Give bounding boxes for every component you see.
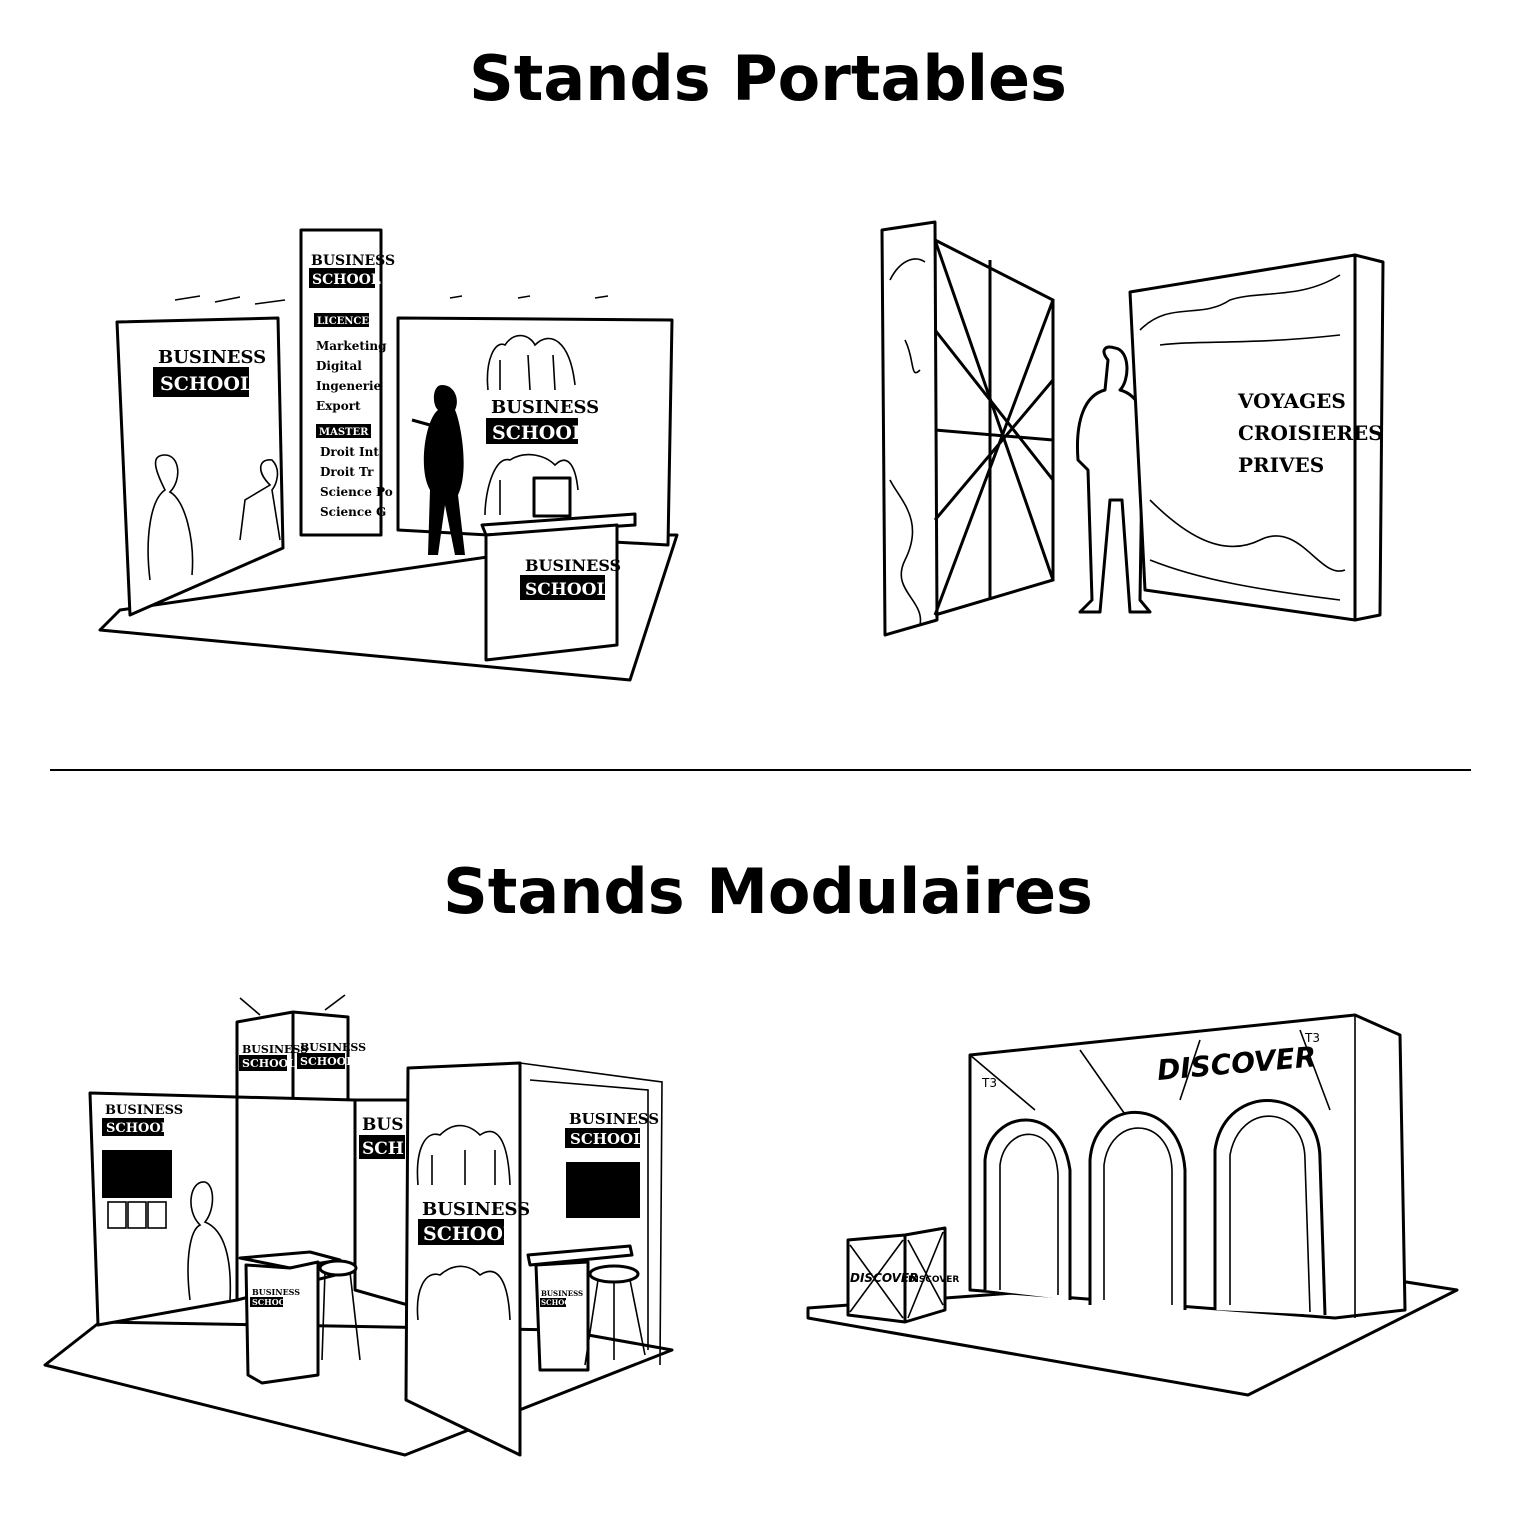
people-graphic	[416, 1124, 511, 1186]
display-wall-side	[1353, 253, 1385, 622]
display-text: CROISIERES	[1238, 421, 1383, 445]
tower-text: BUSINESS	[242, 1043, 308, 1056]
tower-text: BUSINESS	[300, 1041, 366, 1054]
wall-pattern	[969, 1015, 1356, 1318]
wall-text: SCHOOL	[106, 1121, 170, 1136]
pop-up-frame	[933, 238, 1055, 617]
tag-text: T3	[1304, 1031, 1320, 1045]
cube-text: DISCOVER	[908, 1275, 959, 1285]
arch	[1088, 1111, 1187, 1310]
stool	[318, 1259, 358, 1277]
arch	[1213, 1099, 1327, 1316]
counter	[244, 1260, 320, 1385]
tower-text: SCHOOL	[300, 1055, 354, 1068]
wall-text: BUSINESS	[491, 397, 599, 418]
counter-text: BUSINESS	[541, 1289, 583, 1298]
wall-text: BUS	[362, 1115, 403, 1135]
woman-silhouette	[423, 385, 465, 555]
section-divider	[50, 769, 1471, 771]
people-graphic	[486, 334, 576, 391]
banner-text: Science Po	[320, 485, 393, 499]
person-sketch	[239, 459, 281, 541]
banner-text: Ingenerie	[316, 379, 382, 393]
column-text: SCHOOL	[423, 1223, 516, 1245]
wall-text: SCH	[362, 1139, 404, 1159]
person-sketch	[147, 454, 194, 581]
wall-text: BUSINESS	[158, 347, 266, 368]
counter-text: SCHOOL	[541, 1298, 575, 1307]
stand-portable-pop-up: VOYAGES CROISIERES PRIVES	[880, 220, 1385, 637]
cube-text: DISCOVER	[850, 1271, 918, 1285]
people-graphic	[416, 1265, 511, 1321]
wall-text: SCHOOL	[160, 373, 253, 395]
banner-text: LICENCE	[317, 316, 369, 327]
tower-text: SCHOOL	[242, 1057, 296, 1070]
stand-modulaire-arches: DISCOVER T3 T3 DISCOVER DISCOVER	[806, 1013, 1459, 1397]
heading-stands-portables: Stands Portables	[469, 42, 1067, 115]
counter-text: BUSINESS	[252, 1287, 300, 1297]
banner-text: Droit Int	[320, 445, 379, 459]
counter-text: SCHOOL	[252, 1297, 292, 1307]
banner-text: Digital	[316, 359, 362, 373]
wall-text: SCHOOL	[492, 422, 585, 444]
stool	[588, 1264, 640, 1284]
screen	[566, 1162, 640, 1218]
arch	[983, 1118, 1072, 1300]
stand-portable-business-school: BUSINESS SCHOOL BUSINESS SCHOOL LICENCE …	[98, 228, 679, 682]
banner-text: SCHOOL	[312, 272, 381, 288]
panel-graphic	[889, 258, 926, 626]
counter-top	[480, 512, 637, 537]
counter-text: BUSINESS	[525, 556, 621, 575]
column-text: BUSINESS	[422, 1199, 530, 1220]
person-sketch	[187, 1181, 232, 1301]
banner-text: Export	[316, 399, 361, 413]
display-text: PRIVES	[1238, 453, 1324, 477]
column-wall	[404, 1061, 522, 1457]
spotlights	[174, 295, 286, 305]
banner-text: Droit Tr	[320, 465, 374, 479]
counter-text: SCHOOL	[525, 580, 608, 600]
landscape-graphic	[1139, 274, 1346, 601]
banner-text: BUSINESS	[311, 253, 395, 269]
tag-text: T3	[981, 1076, 997, 1090]
wall-text: SCHOOL	[570, 1130, 644, 1148]
screen	[102, 1150, 172, 1198]
display-text: VOYAGES	[1237, 389, 1346, 413]
banner-text: Science G	[320, 505, 386, 519]
pop-up-panel	[880, 220, 939, 637]
counter	[534, 1260, 590, 1372]
banner-text: Marketing	[316, 339, 387, 353]
heading-stands-modulaires: Stands Modulaires	[443, 855, 1093, 928]
counter-top	[526, 1244, 634, 1267]
wall-text: BUSINESS	[569, 1110, 659, 1128]
stand-modulaire-business-school: BUSINESS SCHOOL BUSINESS SCHOOL BUSINESS…	[43, 994, 674, 1457]
wall-text: BUSINESS	[105, 1103, 183, 1118]
banner-text: MASTER	[319, 427, 369, 438]
